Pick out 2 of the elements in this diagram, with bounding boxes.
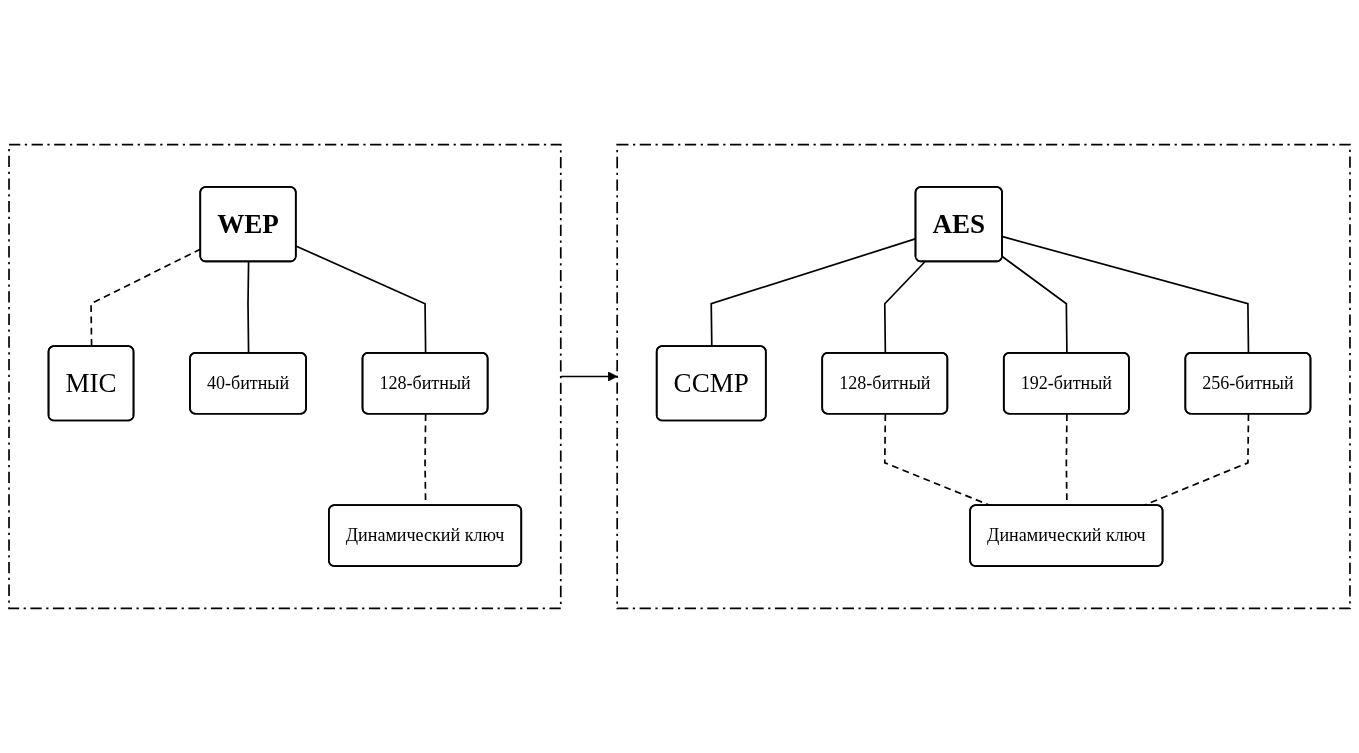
cluster [8, 143, 562, 610]
cluster [616, 143, 1351, 610]
